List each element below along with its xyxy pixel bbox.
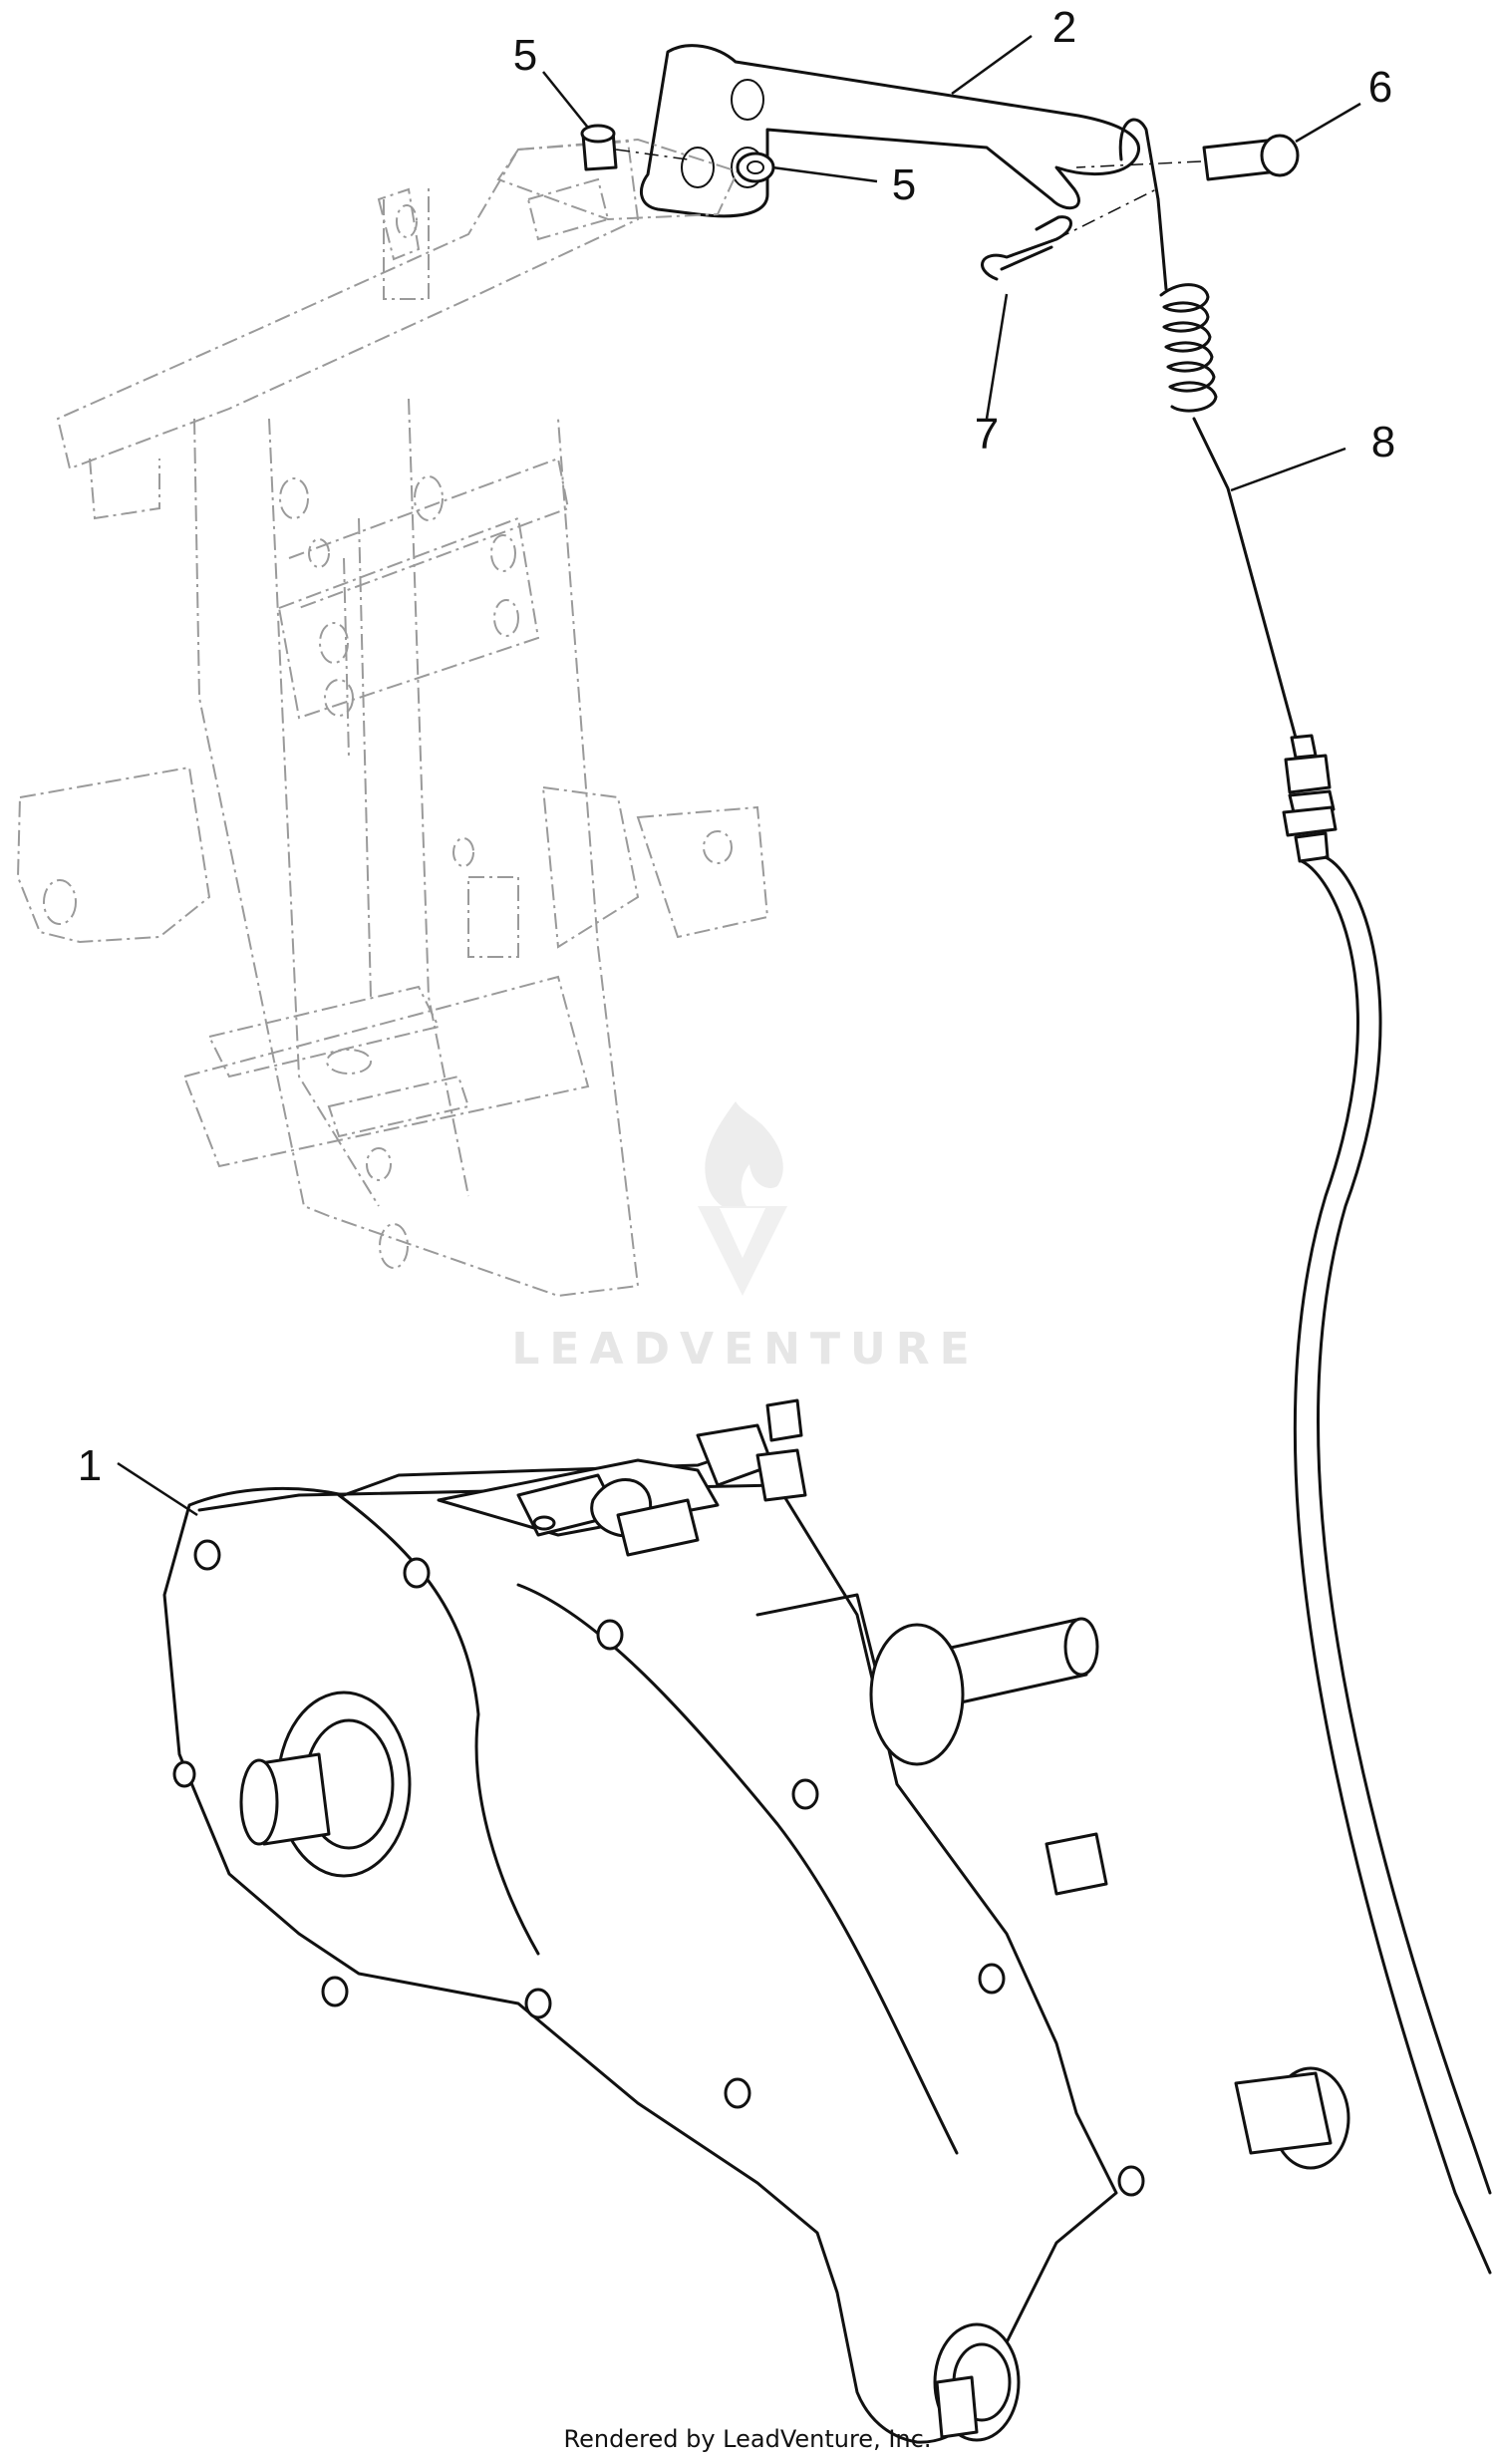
shift-mechanism xyxy=(437,1398,807,1557)
leader-7 xyxy=(985,293,1009,420)
watermark-flame-icon xyxy=(698,1101,787,1296)
watermark-text: LEADVENTURE xyxy=(511,1324,979,1375)
housing-bolts xyxy=(172,1539,1145,2197)
part-1-transmission xyxy=(162,1398,1350,2444)
frame-phantom xyxy=(16,140,769,1298)
part-5-bushing-left xyxy=(580,124,689,171)
callout-label-5-right: 5 xyxy=(892,160,916,209)
footer-credit: Rendered by LeadVenture, Inc. xyxy=(564,2425,932,2453)
cable-end-fitting xyxy=(1282,734,1338,863)
leader-2 xyxy=(951,34,1033,96)
part-7-hairpin-clip xyxy=(981,188,1157,281)
left-output-hub xyxy=(239,1691,412,1878)
callout-label-6: 6 xyxy=(1368,63,1392,112)
callout-label-7: 7 xyxy=(975,410,999,459)
callout-leaders xyxy=(117,34,1361,1517)
part-6-clevis-pin xyxy=(1075,134,1300,181)
leader-1 xyxy=(117,1461,198,1517)
callout-labels: 1 2 5 5 6 7 8 xyxy=(78,3,1395,1490)
leader-6 xyxy=(1295,102,1361,144)
lower-output-hub xyxy=(933,2066,1350,2442)
leader-5-right xyxy=(771,165,878,183)
right-output-shaft xyxy=(869,1617,1108,1896)
leader-8 xyxy=(1230,447,1346,492)
part-8-cable xyxy=(1118,118,1492,2275)
callout-label-5-left: 5 xyxy=(513,31,537,80)
part-5-bushing-right xyxy=(736,152,775,183)
callout-label-1: 1 xyxy=(78,1441,102,1490)
callout-label-2: 2 xyxy=(1052,3,1076,52)
leader-5-left xyxy=(542,71,589,129)
callout-label-8: 8 xyxy=(1371,418,1395,466)
cable-spring xyxy=(1156,197,1218,413)
watermark: LEADVENTURE xyxy=(511,1101,979,1375)
